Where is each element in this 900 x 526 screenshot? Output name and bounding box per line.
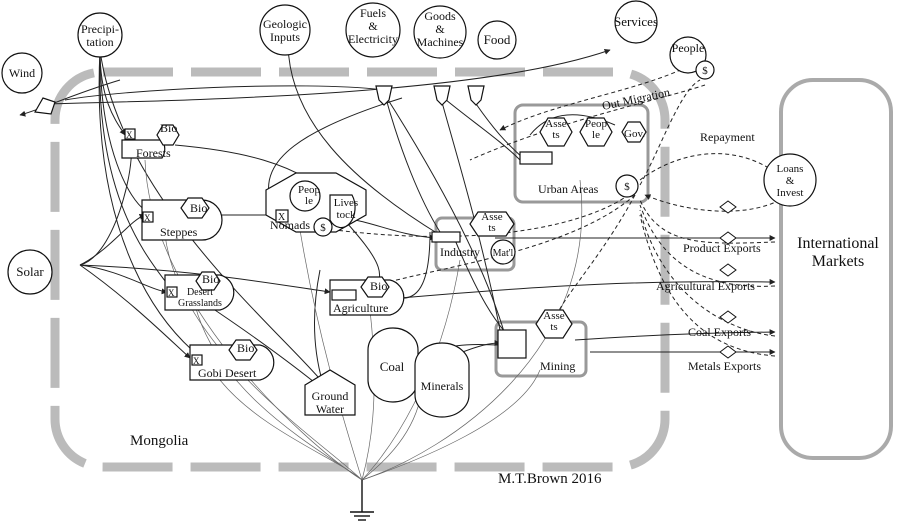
agriculture-producer: Bio Agriculture (329, 276, 405, 316)
source-solar: Solar (7, 249, 53, 295)
source-food: Food (477, 20, 517, 60)
svg-text:X: X (278, 212, 286, 223)
groundwater-storage (304, 369, 356, 416)
coal-export-diamond (719, 310, 737, 324)
svg-text:Services: Services (614, 14, 658, 29)
svg-text:Bio: Bio (237, 341, 254, 355)
wind-tab (34, 97, 56, 115)
agricultural-export-diamond (719, 263, 737, 277)
food-import-tab (467, 85, 485, 106)
svg-text:Wind: Wind (9, 66, 35, 80)
urban-consumer: Gov. $ Urban Areas (519, 117, 647, 198)
source-fuels (345, 2, 401, 58)
svg-text:Bio: Bio (202, 272, 219, 286)
svg-text:Bio: Bio (370, 279, 387, 293)
svg-text:Bio: Bio (160, 121, 177, 135)
source-people: People $ (669, 36, 715, 80)
metals-export-diamond (719, 345, 737, 359)
label-mongolia: Mongolia (130, 433, 189, 449)
svg-text:X: X (144, 213, 151, 223)
label-repayment: Repayment (700, 130, 755, 144)
svg-text:Gov.: Gov. (624, 128, 645, 140)
label-metals-exports: Metals Exports (688, 359, 761, 373)
svg-text:Urban Areas: Urban Areas (538, 182, 599, 196)
svg-text:$: $ (320, 222, 326, 234)
svg-text:Mat'l: Mat'l (493, 248, 514, 259)
svg-text:Food: Food (484, 32, 511, 47)
source-precipitation (77, 12, 123, 58)
label-credit: M.T.Brown 2016 (498, 471, 602, 487)
export-diamonds (719, 200, 737, 359)
industry-consumer: Mat'l Industry (431, 211, 516, 265)
mining-consumer: Mining (497, 309, 575, 373)
mongolia-boundary (50, 67, 670, 472)
svg-text:Nomads: Nomads (270, 218, 310, 232)
label-goods-machines: Goods&Machines (417, 9, 464, 49)
label-fuels-electricity: Fuels&Electricity (348, 6, 398, 46)
forests-producer: Bio X Forests (121, 121, 180, 160)
svg-text:Forests: Forests (136, 146, 171, 160)
label-precipitation: Precipi-tation (81, 22, 119, 49)
source-wind: Wind (1, 52, 43, 94)
coal-storage: Coal (367, 327, 419, 403)
steppes-producer: Bio X Steppes (141, 197, 223, 241)
gobi-producer: Bio X Gobi Desert (189, 339, 275, 381)
label-agricultural-exports: Agricultural Exports (656, 279, 755, 293)
svg-text:Gobi Desert: Gobi Desert (198, 366, 257, 380)
svg-text:People: People (672, 41, 705, 55)
svg-text:$: $ (624, 181, 630, 193)
svg-text:Industry: Industry (440, 245, 480, 259)
source-loans-invest (763, 153, 817, 207)
nomads-consumer: $ X Nomads (265, 172, 367, 237)
label-product-exports: Product Exports (683, 241, 761, 255)
import-tabs (34, 85, 485, 115)
svg-text:Mining: Mining (540, 359, 575, 373)
source-services: Services (614, 0, 658, 44)
fuels-import-tab (375, 85, 393, 106)
label-coal-exports: Coal Exports (688, 325, 751, 339)
svg-text:Agriculture: Agriculture (333, 301, 388, 315)
minerals-storage: Minerals (414, 342, 470, 418)
source-geologic-inputs (259, 4, 311, 56)
goods-import-tab (433, 85, 451, 106)
svg-text:Coal: Coal (380, 359, 405, 374)
svg-text:Minerals: Minerals (421, 379, 464, 393)
svg-text:$: $ (702, 65, 708, 77)
loans-diamond (719, 200, 737, 214)
product-export-diamond (719, 231, 737, 245)
desert-grasslands-producer: Bio X (164, 271, 235, 311)
svg-text:Bio: Bio (190, 201, 207, 215)
source-goods (413, 5, 467, 59)
svg-text:Steppes: Steppes (160, 225, 198, 239)
label-loans-invest: Loans&Invest (777, 163, 804, 199)
svg-text:X: X (193, 356, 200, 366)
svg-text:Solar: Solar (16, 264, 44, 279)
svg-text:X: X (126, 130, 133, 140)
international-markets-box (779, 78, 893, 460)
svg-text:X: X (168, 288, 175, 298)
energy-flows (19, 44, 776, 396)
heat-sink (350, 480, 374, 521)
